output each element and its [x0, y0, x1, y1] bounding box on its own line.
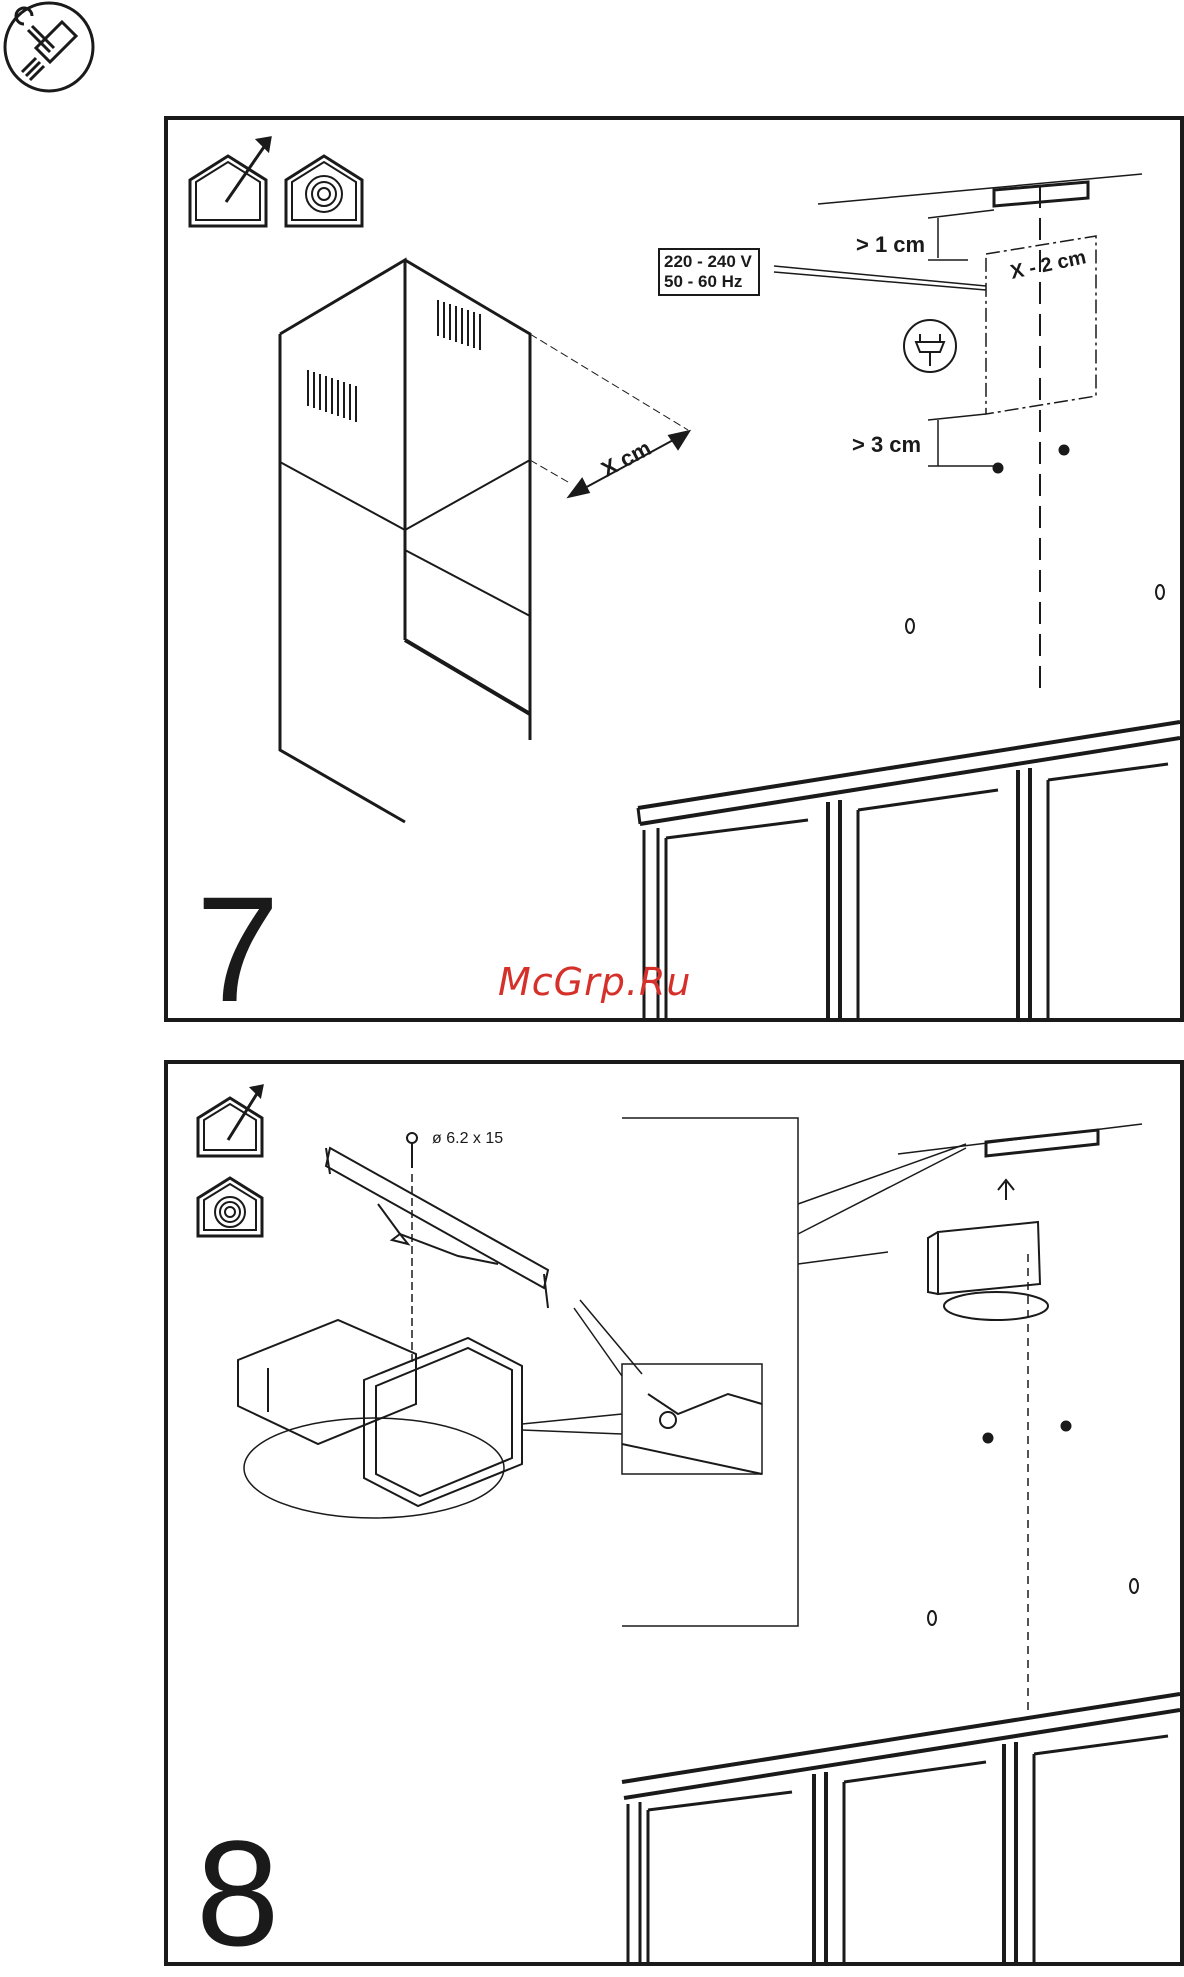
tools-icon: [2, 0, 96, 94]
step-8-panel: ø 6.2 x 15 8: [164, 1060, 1184, 1966]
ducted-mode-icon: [198, 1086, 262, 1156]
step-8-illustration: [168, 1064, 1180, 1962]
step-7-panel: > 1 cm > 3 cm X - 2 cm X cm 220 - 240 V …: [164, 116, 1184, 1022]
screw-clearance-label: > 3 cm: [852, 432, 921, 458]
step-number: 8: [196, 1818, 279, 1968]
top-clearance-label: > 1 cm: [856, 232, 925, 258]
watermark: McGrp.Ru: [498, 960, 691, 1004]
power-spec-box: 220 - 240 V 50 - 60 Hz: [658, 248, 760, 296]
recirculation-mode-icon: [198, 1178, 262, 1236]
screw-spec-label: ø 6.2 x 15: [432, 1130, 503, 1148]
frequency-text: 50 - 60 Hz: [664, 272, 752, 292]
step-number: 7: [196, 874, 279, 1024]
ducted-mode-icon: [190, 138, 270, 226]
recirculation-mode-icon: [286, 156, 362, 226]
plug-icon: [904, 320, 956, 372]
voltage-text: 220 - 240 V: [664, 252, 752, 272]
